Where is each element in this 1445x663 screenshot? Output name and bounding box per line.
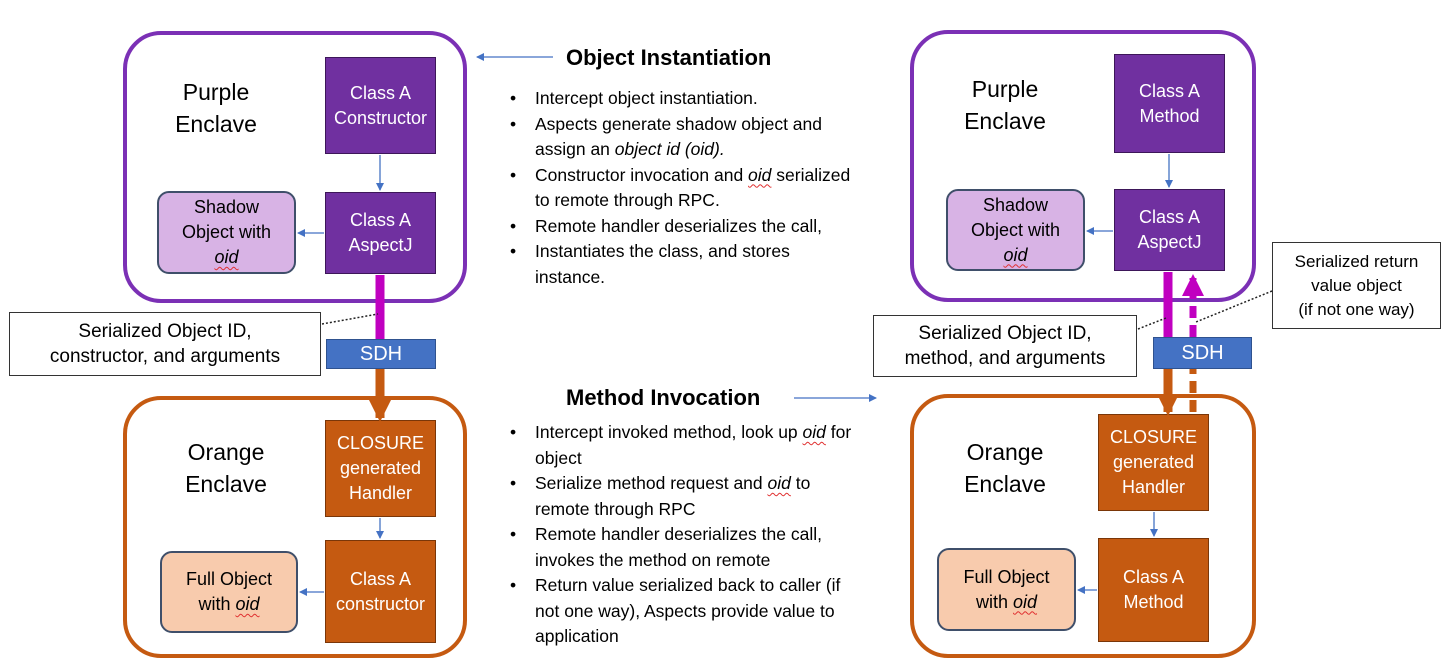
oi-bullet-4: Remote handler deserializes the call, — [508, 214, 858, 240]
mi-bullet-3: Remote handler deserializes the call, in… — [508, 522, 853, 573]
left-class-a-aspectj: Class A AspectJ — [325, 192, 436, 274]
right-class-a-method-remote: Class A Method — [1098, 538, 1209, 642]
right-full-object-with-line: with oid — [976, 590, 1037, 615]
left-full-object-text: Full Object — [185, 569, 273, 589]
right-shadow-object: Shadow Object with oid — [946, 189, 1085, 271]
right-class-a-aspectj: Class A AspectJ — [1114, 189, 1225, 271]
left-full-object: Full Object with oid — [160, 551, 298, 633]
right-sdh: SDH — [1153, 337, 1252, 369]
method-invocation-heading: Method Invocation — [566, 385, 761, 410]
oi-bullet-2: Aspects generate shadow object and assig… — [508, 112, 858, 163]
left-class-a-constructor: Class A Constructor — [325, 57, 436, 154]
left-shadow-object-text: Shadow Object with — [181, 197, 272, 242]
left-shadow-object: Shadow Object with oid — [157, 191, 296, 274]
right-callout-leader — [1137, 317, 1167, 330]
left-callout-leader — [321, 313, 379, 325]
left-full-object-with: with — [198, 594, 236, 614]
oi-bullet-3: Constructor invocation and oid serialize… — [508, 163, 858, 214]
method-invocation-bullets: Intercept invoked method, look up oid fo… — [508, 420, 853, 650]
left-purple-enclave-label: Purple Enclave — [175, 79, 257, 137]
left-closure-handler: CLOSURE generated Handler — [325, 420, 436, 517]
oi-bullet-5: Instantiates the class, and stores insta… — [508, 239, 858, 290]
right-purple-enclave-label: Purple Enclave — [964, 76, 1046, 134]
left-class-a-constructor-remote: Class A constructor — [325, 540, 436, 643]
right-return-value-callout: Serialized return value object (if not o… — [1272, 242, 1441, 329]
right-shadow-object-oid: oid — [1003, 244, 1028, 265]
right-full-object-text: Full Object — [963, 566, 1050, 587]
right-full-object-oid: oid — [1012, 591, 1038, 612]
left-serialized-callout: Serialized Object ID, constructor, and a… — [9, 312, 321, 376]
right-full-object-with: with — [975, 591, 1013, 612]
right-closure-handler: CLOSURE generated Handler — [1098, 414, 1209, 511]
mi-bullet-2: Serialize method request and oid to remo… — [508, 471, 853, 522]
mi-bullet-4: Return value serialized back to caller (… — [508, 573, 853, 650]
right-full-object: Full Object with oid — [937, 548, 1076, 631]
left-orange-enclave-label: Orange Enclave — [185, 439, 267, 497]
right-shadow-object-text: Shadow Object with — [970, 194, 1061, 240]
left-full-object-oid: oid — [235, 594, 260, 614]
left-sdh: SDH — [326, 339, 436, 369]
object-instantiation-heading: Object Instantiation — [566, 45, 772, 70]
left-shadow-object-oid: oid — [214, 247, 239, 267]
right-class-a-method: Class A Method — [1114, 54, 1225, 153]
mi-bullet-1: Intercept invoked method, look up oid fo… — [508, 420, 853, 471]
right-orange-enclave-label: Orange Enclave — [964, 439, 1046, 497]
left-full-object-with-line: with oid — [198, 592, 259, 617]
right-serialized-callout: Serialized Object ID, method, and argume… — [873, 315, 1137, 377]
object-instantiation-bullets: Intercept object instantiation. Aspects … — [508, 86, 858, 290]
oi-bullet-1: Intercept object instantiation. — [508, 86, 858, 112]
